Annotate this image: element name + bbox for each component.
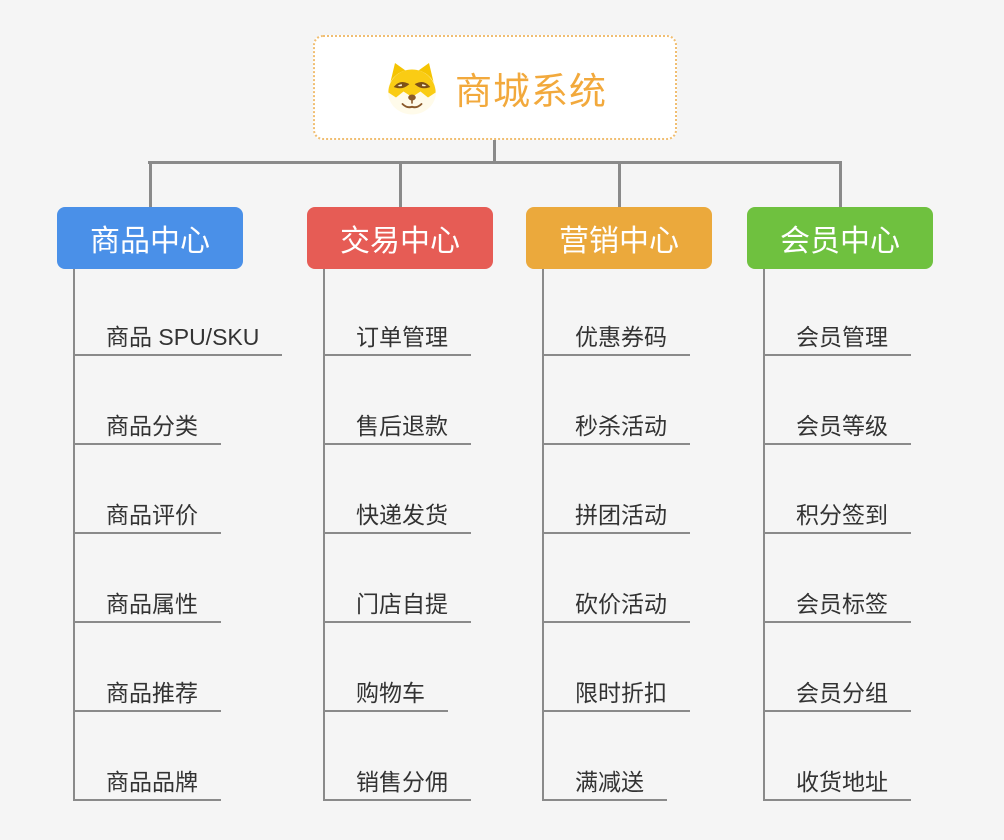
connector-trunk <box>763 269 765 801</box>
leaf-node[interactable]: 门店自提 <box>323 587 471 623</box>
leaf-node[interactable]: 商品推荐 <box>73 676 221 712</box>
leaf-node[interactable]: 订单管理 <box>323 320 471 356</box>
leaf-node[interactable]: 商品分类 <box>73 409 221 445</box>
connector-trunk <box>73 269 75 801</box>
branch-node[interactable]: 营销中心 <box>526 207 712 269</box>
leaf-node[interactable]: 商品品牌 <box>73 765 221 801</box>
leaf-node[interactable]: 限时折扣 <box>542 676 690 712</box>
leaf-node[interactable]: 商品属性 <box>73 587 221 623</box>
leaf-node[interactable]: 拼团活动 <box>542 498 690 534</box>
leaf-node[interactable]: 会员标签 <box>763 587 911 623</box>
connector-trunk <box>323 269 325 801</box>
leaf-node[interactable]: 积分签到 <box>763 498 911 534</box>
connector-bus <box>148 161 841 164</box>
leaf-node[interactable]: 售后退款 <box>323 409 471 445</box>
branch-label: 营销中心 <box>559 225 679 258</box>
branch-node[interactable]: 交易中心 <box>307 207 493 269</box>
leaf-node[interactable]: 优惠券码 <box>542 320 690 356</box>
branch-node[interactable]: 会员中心 <box>747 207 933 269</box>
leaf-node[interactable]: 收货地址 <box>763 765 911 801</box>
connector-branch-drop <box>399 161 402 207</box>
connector-branch-drop <box>839 161 842 207</box>
leaf-node[interactable]: 秒杀活动 <box>542 409 690 445</box>
leaf-node[interactable]: 购物车 <box>323 676 448 712</box>
doge-icon <box>388 62 436 114</box>
leaf-node[interactable]: 销售分佣 <box>323 765 471 801</box>
connector-trunk <box>542 269 544 801</box>
root-title: 商城系统 <box>455 70 607 112</box>
connector-root-drop <box>493 140 496 164</box>
leaf-node[interactable]: 会员管理 <box>763 320 911 356</box>
leaf-node[interactable]: 砍价活动 <box>542 587 690 623</box>
leaf-node[interactable]: 满减送 <box>542 765 667 801</box>
branch-label: 商品中心 <box>90 225 210 258</box>
connector-branch-drop <box>149 161 152 207</box>
connector-branch-drop <box>618 161 621 207</box>
leaf-node[interactable]: 会员分组 <box>763 676 911 712</box>
branch-label: 会员中心 <box>780 225 900 258</box>
leaf-node[interactable]: 商品评价 <box>73 498 221 534</box>
leaf-node[interactable]: 会员等级 <box>763 409 911 445</box>
branch-node[interactable]: 商品中心 <box>57 207 243 269</box>
root-node[interactable]: 商城系统 <box>313 35 677 140</box>
branch-label: 交易中心 <box>340 225 460 258</box>
leaf-node[interactable]: 快递发货 <box>323 498 471 534</box>
leaf-node[interactable]: 商品 SPU/SKU <box>73 320 283 356</box>
